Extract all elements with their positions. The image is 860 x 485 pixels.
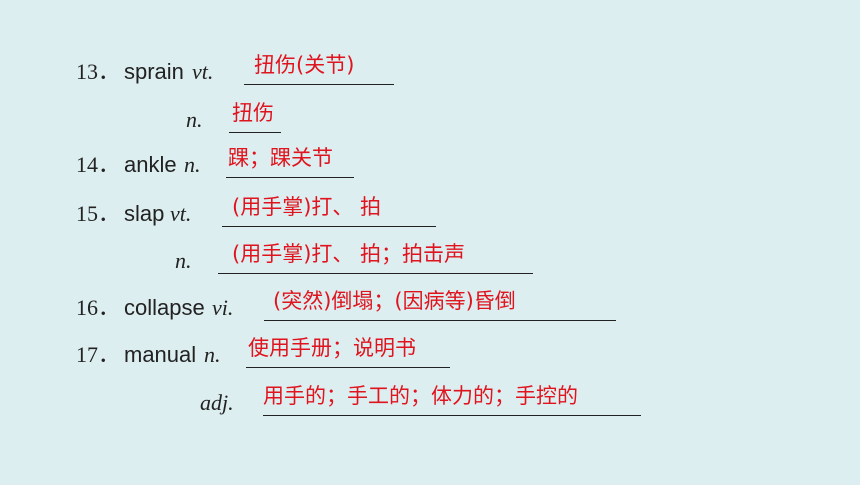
answer-blank: (突然)倒塌；(因病等)昏倒 bbox=[264, 288, 616, 321]
answer-blank: (用手掌)打、 拍；拍击声 bbox=[218, 241, 533, 274]
vocab-entry-14: 14． ankle n. 踝；踝关节 bbox=[0, 145, 860, 185]
entry-word: manual bbox=[124, 342, 197, 367]
entry-word: ankle bbox=[124, 152, 177, 177]
answer-blank: 使用手册；说明书 bbox=[246, 335, 450, 368]
part-of-speech: n. bbox=[204, 342, 221, 367]
answer-blank: 踝；踝关节 bbox=[226, 145, 354, 178]
entry-word: collapse bbox=[124, 295, 205, 320]
answer-blank: 扭伤 bbox=[229, 100, 281, 133]
part-of-speech: n. bbox=[184, 152, 201, 177]
vocab-entry-13: 13． sprain vt. 扭伤(关节) bbox=[0, 52, 860, 92]
entry-word: slap bbox=[124, 201, 165, 226]
vocab-entry-15-noun: n. (用手掌)打、 拍；拍击声 bbox=[0, 241, 860, 281]
answer-text: 扭伤(关节) bbox=[254, 53, 355, 77]
entry-number: 16． bbox=[76, 295, 121, 320]
vocab-entry-13-noun: n. 扭伤 bbox=[0, 100, 860, 140]
entry-number: 17． bbox=[76, 342, 121, 367]
answer-text: 踝；踝关节 bbox=[228, 146, 333, 170]
part-of-speech: adj. bbox=[200, 390, 234, 415]
answer-blank: 扭伤(关节) bbox=[244, 52, 394, 85]
answer-text: (用手掌)打、 拍 bbox=[232, 195, 382, 219]
answer-text: (突然)倒塌；(因病等)昏倒 bbox=[273, 289, 516, 313]
answer-blank: (用手掌)打、 拍 bbox=[222, 194, 436, 227]
entry-word: sprain bbox=[124, 59, 184, 84]
answer-text: 使用手册；说明书 bbox=[248, 336, 416, 360]
answer-blank: 用手的；手工的；体力的；手控的 bbox=[263, 383, 641, 416]
entry-number: 15． bbox=[76, 201, 121, 226]
part-of-speech: n. bbox=[186, 107, 203, 132]
part-of-speech: n. bbox=[175, 248, 192, 273]
vocab-entry-16: 16． collapse vi. (突然)倒塌；(因病等)昏倒 bbox=[0, 288, 860, 328]
part-of-speech: vt. bbox=[170, 201, 192, 226]
answer-text: 扭伤 bbox=[232, 101, 274, 125]
part-of-speech: vt. bbox=[192, 59, 214, 84]
entry-number: 14． bbox=[76, 152, 121, 177]
vocab-entry-17: 17． manual n. 使用手册；说明书 bbox=[0, 335, 860, 375]
answer-text: (用手掌)打、 拍；拍击声 bbox=[232, 242, 466, 266]
part-of-speech: vi. bbox=[212, 295, 234, 320]
answer-text: 用手的；手工的；体力的；手控的 bbox=[263, 384, 578, 408]
entry-number: 13． bbox=[76, 59, 121, 84]
vocab-entry-15: 15． slap vt. (用手掌)打、 拍 bbox=[0, 194, 860, 234]
vocab-entry-17-adj: adj. 用手的；手工的；体力的；手控的 bbox=[0, 383, 860, 423]
